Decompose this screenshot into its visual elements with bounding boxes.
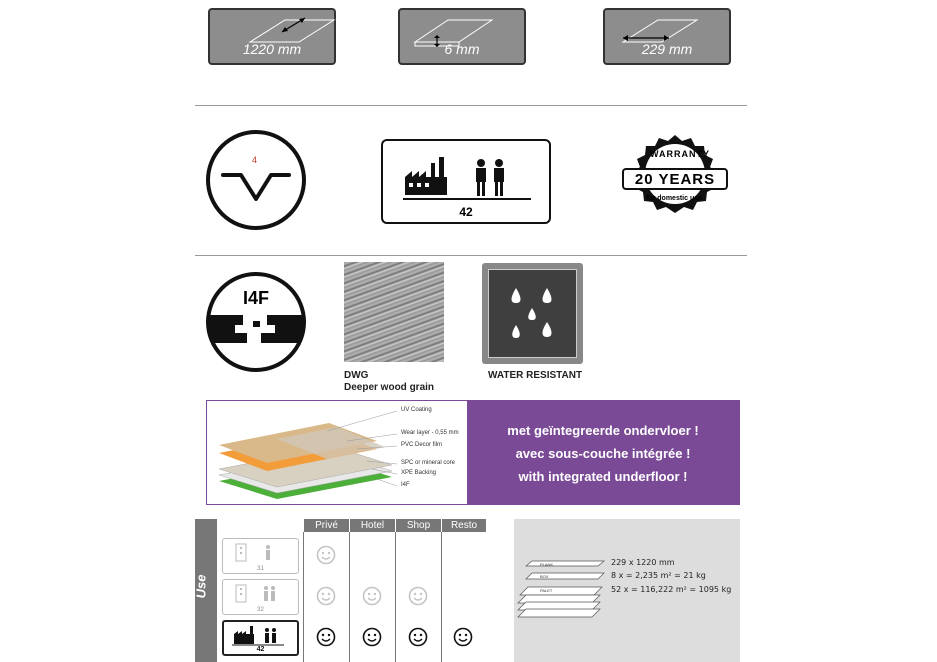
plank-size: 229 x 1220 mm — [611, 558, 675, 567]
warranty-seal: WARRANTY 20 YEARS for domestic use — [620, 133, 730, 225]
column-divider — [349, 532, 350, 662]
palet-tag: PALET — [540, 588, 553, 593]
column-divider — [441, 532, 442, 662]
layer-label: UV Coating — [401, 407, 432, 413]
box-content: 8 x = 2,235 m² = 21 kg — [611, 571, 706, 580]
dwg-subtitle: Deeper wood grain — [344, 382, 435, 393]
divider-2 — [195, 255, 747, 256]
box-tag: BOX — [540, 574, 549, 579]
usage-class-badge: 42 — [381, 139, 551, 224]
water-resistant-icon — [482, 263, 583, 364]
packaging-stack-icon — [517, 560, 605, 618]
smiley-icon — [362, 627, 382, 647]
column-header-shop: Shop — [396, 519, 441, 532]
column-header-resto: Resto — [442, 519, 486, 532]
divider-1 — [195, 105, 747, 106]
warranty-top-text: WARRANTY — [650, 149, 710, 159]
underfloor-banner: met geïntegreerde ondervloer ! avec sous… — [467, 401, 739, 504]
layer-diagram — [218, 410, 398, 499]
smiley-icon — [453, 627, 473, 647]
slogan-en: with integrated underfloor ! — [518, 469, 688, 484]
width-dimension-box: 229 mm — [603, 8, 731, 65]
layer-label: Wear layer - 0,55 mm — [401, 430, 459, 436]
packaging-panel: PLANK BOX PALET 229 x 1220 mm 8 x = 2,23… — [514, 519, 740, 662]
bevel-count: 4 — [252, 155, 258, 165]
column-header-prive: Privé — [304, 519, 349, 532]
layer-label: PVC Decor film — [401, 442, 443, 448]
palet-content: 52 x = 116,222 m² = 1095 kg — [611, 585, 732, 594]
layer-label: XPE Backing — [401, 470, 437, 476]
bevel-icon: 4 — [205, 129, 307, 231]
use-title: Use — [193, 574, 209, 599]
usage-class-32: 32 — [257, 607, 264, 613]
width-label: 229 mm — [641, 41, 693, 57]
smiley-icon — [408, 586, 428, 606]
slogan-nl: met geïntegreerde ondervloer ! — [507, 423, 699, 438]
home-single-person-icon — [235, 543, 270, 562]
thickness-label: 6 mm — [444, 41, 480, 57]
wood-grain-image — [344, 262, 444, 362]
smiley-icon — [316, 627, 336, 647]
column-divider — [303, 532, 304, 662]
factory-two-people-icon — [232, 626, 284, 646]
plank-length-icon — [248, 17, 336, 43]
column-divider — [395, 532, 396, 662]
warranty-bottom-text: for domestic use — [646, 195, 703, 202]
usage-class-number: 42 — [459, 205, 473, 219]
smiley-icon — [316, 545, 336, 565]
smiley-icon — [362, 586, 382, 606]
plank-tag: PLANK — [540, 562, 554, 567]
dwg-title: DWG — [344, 370, 369, 381]
smiley-icon — [316, 586, 336, 606]
usage-row-31: 31 — [222, 538, 299, 574]
layer-label: I4F — [401, 482, 410, 488]
length-label: 1220 mm — [242, 41, 302, 57]
slogan-fr: avec sous-couche intégrée ! — [515, 446, 691, 461]
factory-icon — [405, 157, 447, 195]
use-sidebar: Use — [193, 519, 217, 662]
column-header-hotel: Hotel — [350, 519, 395, 532]
home-two-people-icon — [235, 584, 275, 603]
i4f-lock-icon: I4F — [205, 271, 307, 373]
length-dimension-box: 1220 mm — [208, 8, 336, 65]
thickness-dimension-box: 6 mm — [398, 8, 526, 65]
layer-structure-panel: UV Coating Wear layer - 0,55 mm PVC Deco… — [206, 400, 740, 505]
plank-width-icon — [621, 19, 699, 43]
i4f-label: I4F — [242, 288, 269, 308]
usage-row-32: 32 — [222, 579, 299, 615]
usage-class-42: 42 — [256, 646, 265, 653]
water-resistant-label: WATER RESISTANT — [488, 370, 583, 381]
drops-icon — [511, 288, 552, 338]
smiley-icon — [408, 627, 428, 647]
people-icon — [476, 159, 504, 196]
warranty-years: 20 YEARS — [634, 171, 716, 188]
plank-thickness-icon — [413, 19, 494, 47]
usage-class-31: 31 — [257, 566, 264, 572]
layer-label: SPC or mineral core — [401, 460, 456, 466]
usage-row-42: 42 — [222, 620, 299, 656]
